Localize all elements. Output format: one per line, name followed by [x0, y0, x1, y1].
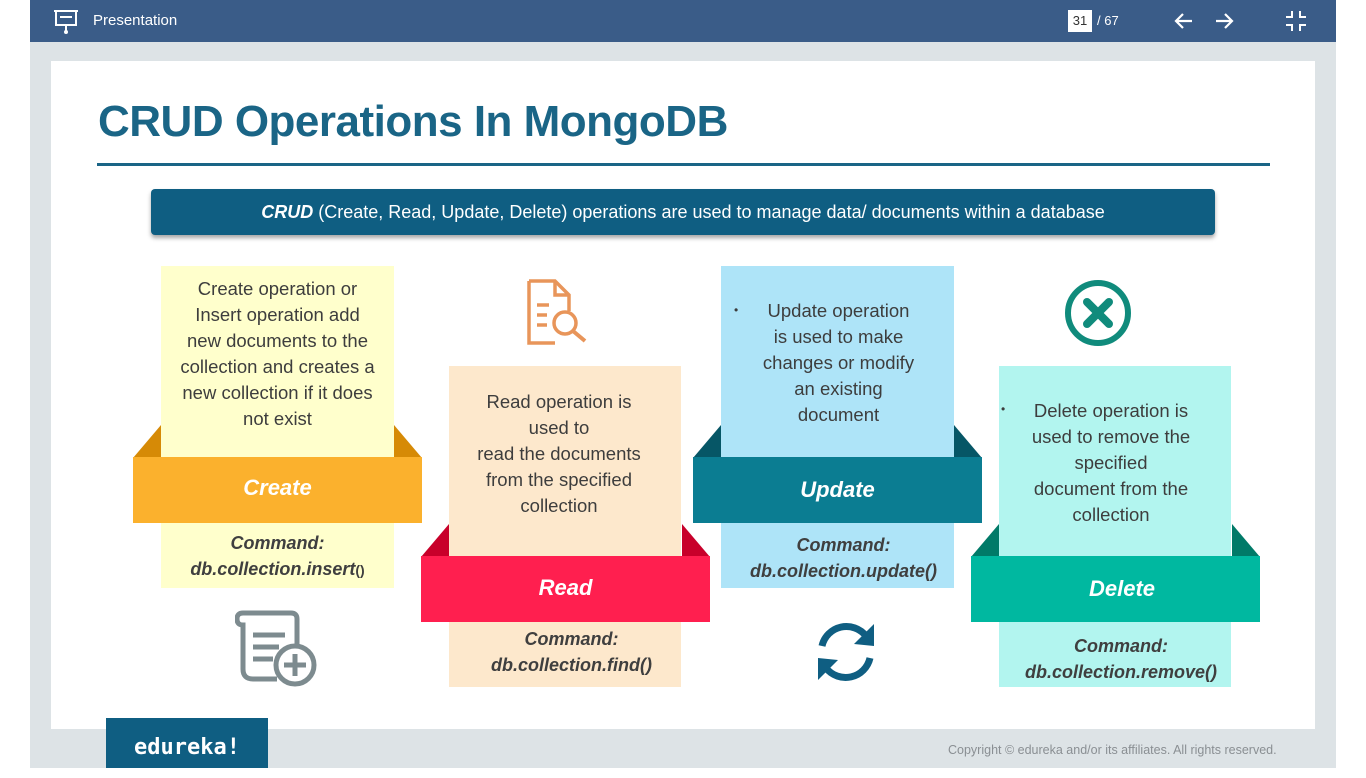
presentation-viewer: Presentation 31 / 67 CRUD Operations In … — [30, 0, 1336, 768]
update-command: Command: db.collection.update() — [750, 535, 937, 581]
page-number-input[interactable]: 31 — [1068, 10, 1092, 32]
read-ribbon-folds — [421, 524, 710, 557]
edureka-logo: edureka! — [106, 718, 268, 768]
create-ribbon — [133, 457, 422, 523]
title-divider — [97, 163, 1270, 166]
read-ribbon — [421, 556, 710, 622]
create-ribbon-folds — [133, 425, 422, 458]
delete-label: Delete — [1088, 576, 1156, 601]
delete-ribbon-folds — [971, 524, 1260, 557]
definition-banner: CRUD (Create, Read, Update, Delete) oper… — [151, 189, 1215, 235]
card-delete — [999, 366, 1231, 687]
update-ribbon — [693, 457, 982, 523]
card-create — [161, 266, 394, 588]
copyright-text: Copyright © edureka and/or its affiliate… — [948, 743, 1277, 757]
viewer-toolbar: Presentation 31 / 67 — [30, 0, 1336, 42]
read-description: Read operation is used to read the docum… — [477, 391, 641, 516]
refresh-icon — [818, 623, 874, 681]
card-read — [449, 366, 681, 687]
create-description: Create operation or Insert operation add… — [180, 278, 375, 429]
delete-description: Delete operation is used to remove the s… — [1031, 400, 1191, 525]
slide: CRUD Operations In MongoDB CRUD (Create,… — [51, 61, 1315, 729]
presentation-icon — [54, 10, 78, 34]
slide-title: CRUD Operations In MongoDB — [98, 97, 728, 146]
read-label: Read — [538, 575, 593, 600]
update-ribbon-folds — [693, 425, 982, 458]
document-search-icon — [527, 279, 587, 345]
delete-command: Command: db.collection.remove() — [1024, 636, 1218, 682]
add-document-icon — [235, 610, 317, 687]
banner-keyword: CRUD — [261, 202, 314, 222]
banner-text: (Create, Read, Update, Delete) operation… — [313, 202, 1105, 222]
delete-ribbon — [971, 556, 1260, 622]
exit-fullscreen-button[interactable] — [1284, 9, 1308, 33]
previous-page-button[interactable] — [1172, 9, 1196, 33]
create-label: Create — [243, 475, 312, 500]
next-page-button[interactable] — [1212, 9, 1236, 33]
update-bullet: • — [734, 303, 739, 317]
read-command: Command: db.collection.find() — [491, 629, 652, 675]
update-label: Update — [800, 477, 875, 502]
delete-bullet: • — [1001, 402, 1006, 416]
viewer-title: Presentation — [93, 12, 178, 29]
card-update — [721, 266, 954, 588]
page-total: / 67 — [1097, 13, 1119, 28]
close-circle-icon — [1065, 280, 1131, 346]
update-description: Update operation is used to make changes… — [762, 300, 915, 425]
create-command: Command: db.collection.insert() — [190, 533, 365, 579]
